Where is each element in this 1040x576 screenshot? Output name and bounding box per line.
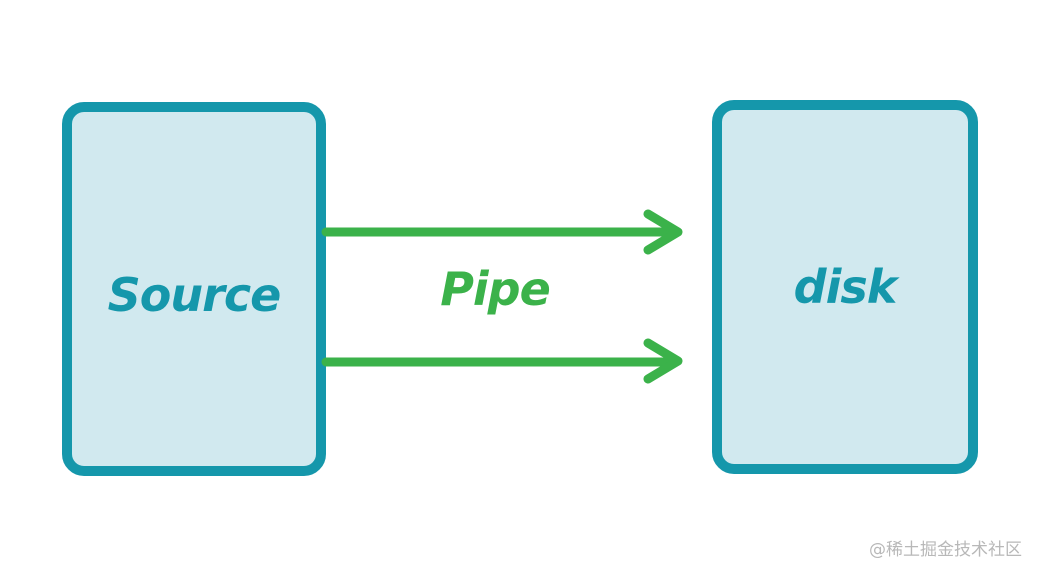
pipe-arrow-bottom-head	[643, 338, 683, 384]
watermark: @稀土掘金技术社区	[869, 540, 1022, 560]
pipe-label: Pipe	[440, 262, 551, 316]
source-node-label: Source	[107, 268, 282, 322]
source-node: Source	[62, 102, 326, 476]
disk-node: disk	[712, 100, 978, 474]
pipe-arrow-top-head	[643, 209, 683, 255]
pipe-arrow-bottom	[321, 338, 683, 384]
disk-node-label: disk	[793, 260, 898, 314]
pipe-arrow-top	[321, 209, 683, 255]
